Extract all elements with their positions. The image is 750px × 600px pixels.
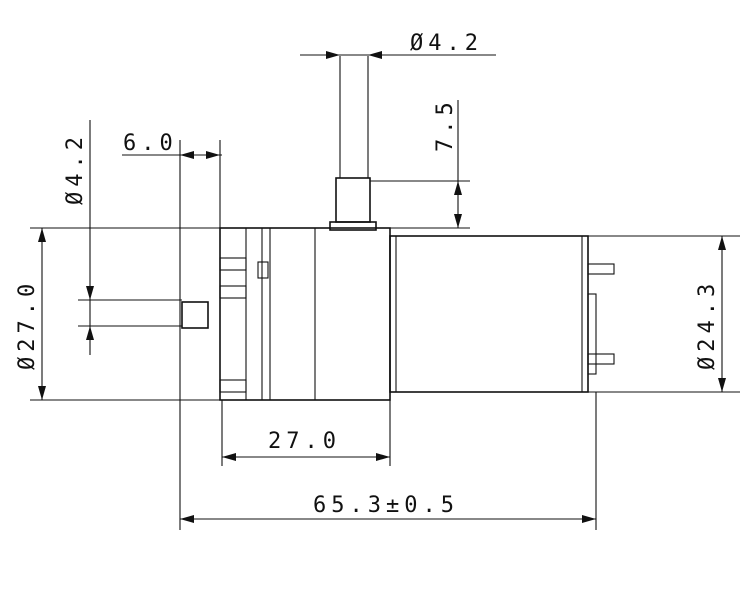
dim-shaft-left-diameter: Ø4.2 [63,132,88,205]
dim-motor-diameter: Ø24.3 [695,279,720,370]
motor-terminals [587,263,615,375]
dim-pump-head-diameter: Ø27.0 [15,279,40,370]
extension-lines [30,54,740,530]
top-nozzle [329,56,377,231]
left-nozzle [78,299,209,329]
dimension-lines [38,51,726,523]
dim-overall-length: 65.3±0.5 [313,493,459,518]
motor-body [389,235,589,393]
dim-shaft-top-diameter: Ø4.2 [410,31,483,56]
dim-shaft-top-length: 7.5 [433,97,458,152]
dim-shaft-left-length: 6.0 [123,131,178,156]
pump-head [219,227,391,401]
dim-pump-head-length: 27.0 [268,429,341,454]
